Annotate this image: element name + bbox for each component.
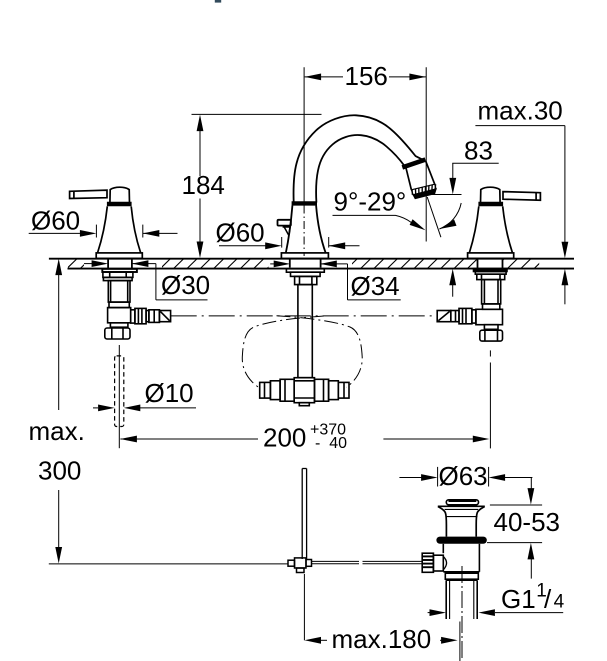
svg-text:1: 1 — [536, 581, 547, 602]
svg-text:Ø34: Ø34 — [351, 271, 400, 301]
svg-text:Ø60: Ø60 — [216, 218, 265, 248]
svg-text:4: 4 — [554, 592, 565, 613]
svg-text:max.: max. — [29, 416, 85, 446]
svg-text:83: 83 — [464, 136, 493, 166]
svg-text:200: 200 — [263, 423, 306, 453]
svg-text:max.30: max.30 — [478, 96, 563, 126]
svg-text:G1: G1 — [501, 584, 536, 614]
svg-text:40-53: 40-53 — [494, 507, 561, 537]
svg-text:156: 156 — [345, 61, 388, 91]
svg-text:Ø60: Ø60 — [31, 206, 80, 236]
svg-text:Ø10: Ø10 — [145, 378, 194, 408]
svg-text:184: 184 — [182, 170, 225, 200]
svg-text:Ø30: Ø30 — [161, 270, 210, 300]
svg-text:300: 300 — [38, 456, 81, 486]
svg-text:Ø63: Ø63 — [439, 461, 488, 491]
svg-text:/: / — [544, 584, 552, 614]
svg-text:+370: +370 — [310, 421, 346, 438]
svg-text:- 40: - 40 — [315, 435, 347, 452]
svg-text:9°-29°: 9°-29° — [334, 187, 407, 217]
svg-text:max.180: max.180 — [332, 624, 432, 654]
